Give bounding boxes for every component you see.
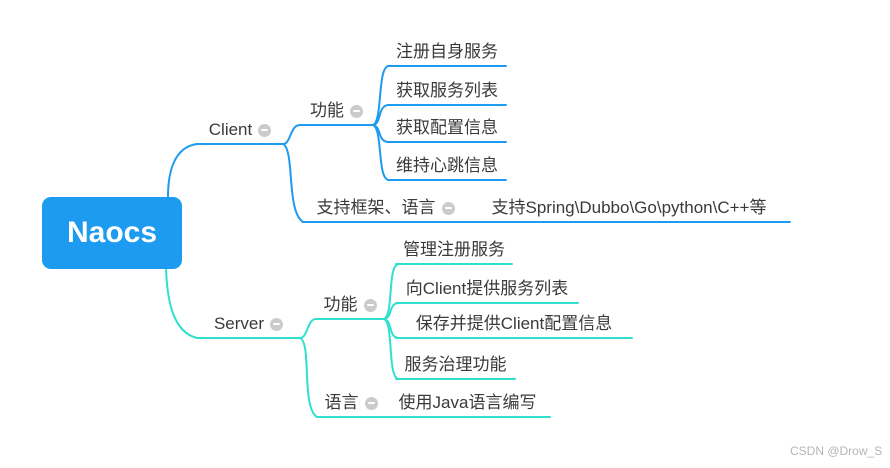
topic-supported-frameworks-detail-label: 支持Spring\Dubbo\Go\python\C++等: [491, 198, 767, 217]
root-topic[interactable]: Naocs: [42, 197, 182, 269]
topic-supported-frameworks-detail[interactable]: 支持Spring\Dubbo\Go\python\C++等: [468, 196, 790, 220]
topic-server-label: Server: [213, 314, 265, 333]
connector-sfunction-to-leaf4: [383, 318, 400, 380]
topic-provide-service-list[interactable]: 向Client提供服务列表: [396, 277, 578, 301]
minus-bar-icon: [353, 110, 360, 112]
topic-client-function-label: 功能: [310, 101, 344, 120]
minus-bar-icon: [366, 304, 374, 306]
topic-register-self-service[interactable]: 注册自身服务: [388, 40, 506, 64]
topic-client-function[interactable]: 功能: [300, 99, 373, 123]
topic-store-client-config-label: 保存并提供Client配置信息: [415, 314, 613, 333]
connector-client-to-function: [282, 124, 301, 145]
connector-sfunction-to-leaf1: [383, 263, 400, 320]
minus-bar-icon: [261, 129, 269, 131]
topic-client[interactable]: Client: [197, 118, 283, 142]
topic-server-function-label: 功能: [323, 295, 358, 314]
topic-service-governance-label: 服务治理功能: [404, 355, 507, 374]
minus-bar-icon: [367, 402, 375, 404]
minus-bar-icon: [444, 207, 452, 209]
topic-get-service-list-label: 获取服务列表: [396, 81, 498, 100]
root-topic-label: Naocs: [66, 216, 158, 249]
topic-server-language-detail-label: 使用Java语言编写: [398, 393, 537, 412]
minus-bar-icon: [273, 323, 281, 325]
collapse-minus-icon[interactable]: [350, 104, 363, 118]
topic-supported-frameworks-label: 支持框架、语言: [316, 198, 436, 217]
topic-get-config-info-label: 获取配置信息: [396, 118, 498, 137]
topic-server-language-label: 语言: [324, 393, 359, 412]
collapse-minus-icon[interactable]: [441, 201, 455, 215]
connector-server-to-language: [299, 337, 318, 418]
topic-provide-service-list-label: 向Client提供服务列表: [405, 279, 569, 298]
topic-get-service-list[interactable]: 获取服务列表: [388, 79, 506, 103]
topic-manage-registered-services[interactable]: 管理注册服务: [396, 238, 512, 262]
connector-client-to-frameworks: [282, 143, 304, 223]
topic-service-governance[interactable]: 服务治理功能: [396, 353, 515, 377]
connector-root-to-client: [167, 143, 198, 198]
topic-supported-frameworks[interactable]: 支持框架、语言: [303, 196, 468, 220]
csdn-watermark: CSDN @Drow_S: [790, 444, 883, 458]
topic-server[interactable]: Server: [197, 312, 300, 336]
connector-server-to-function: [299, 318, 317, 339]
collapse-minus-icon[interactable]: [258, 123, 272, 137]
topic-keep-heartbeat[interactable]: 维持心跳信息: [388, 154, 506, 178]
topic-manage-registered-services-label: 管理注册服务: [403, 240, 505, 259]
connector-function-to-leaf1: [372, 65, 390, 126]
topic-client-label: Client: [208, 120, 253, 139]
topic-server-function[interactable]: 功能: [316, 293, 384, 317]
connector-root-to-server: [165, 267, 198, 339]
topic-keep-heartbeat-label: 维持心跳信息: [396, 156, 498, 175]
collapse-minus-icon[interactable]: [270, 317, 284, 331]
collapse-minus-icon[interactable]: [364, 396, 378, 410]
connector-function-to-leaf2: [372, 104, 390, 126]
topic-server-language-detail[interactable]: 使用Java语言编写: [385, 391, 550, 415]
topic-store-client-config[interactable]: 保存并提供Client配置信息: [396, 312, 632, 336]
topic-server-language[interactable]: 语言: [317, 391, 385, 415]
connector-function-to-leaf4: [372, 124, 390, 181]
collapse-minus-icon[interactable]: [363, 298, 377, 312]
topic-get-config-info[interactable]: 获取配置信息: [388, 116, 506, 140]
topic-register-self-service-label: 注册自身服务: [396, 42, 498, 61]
